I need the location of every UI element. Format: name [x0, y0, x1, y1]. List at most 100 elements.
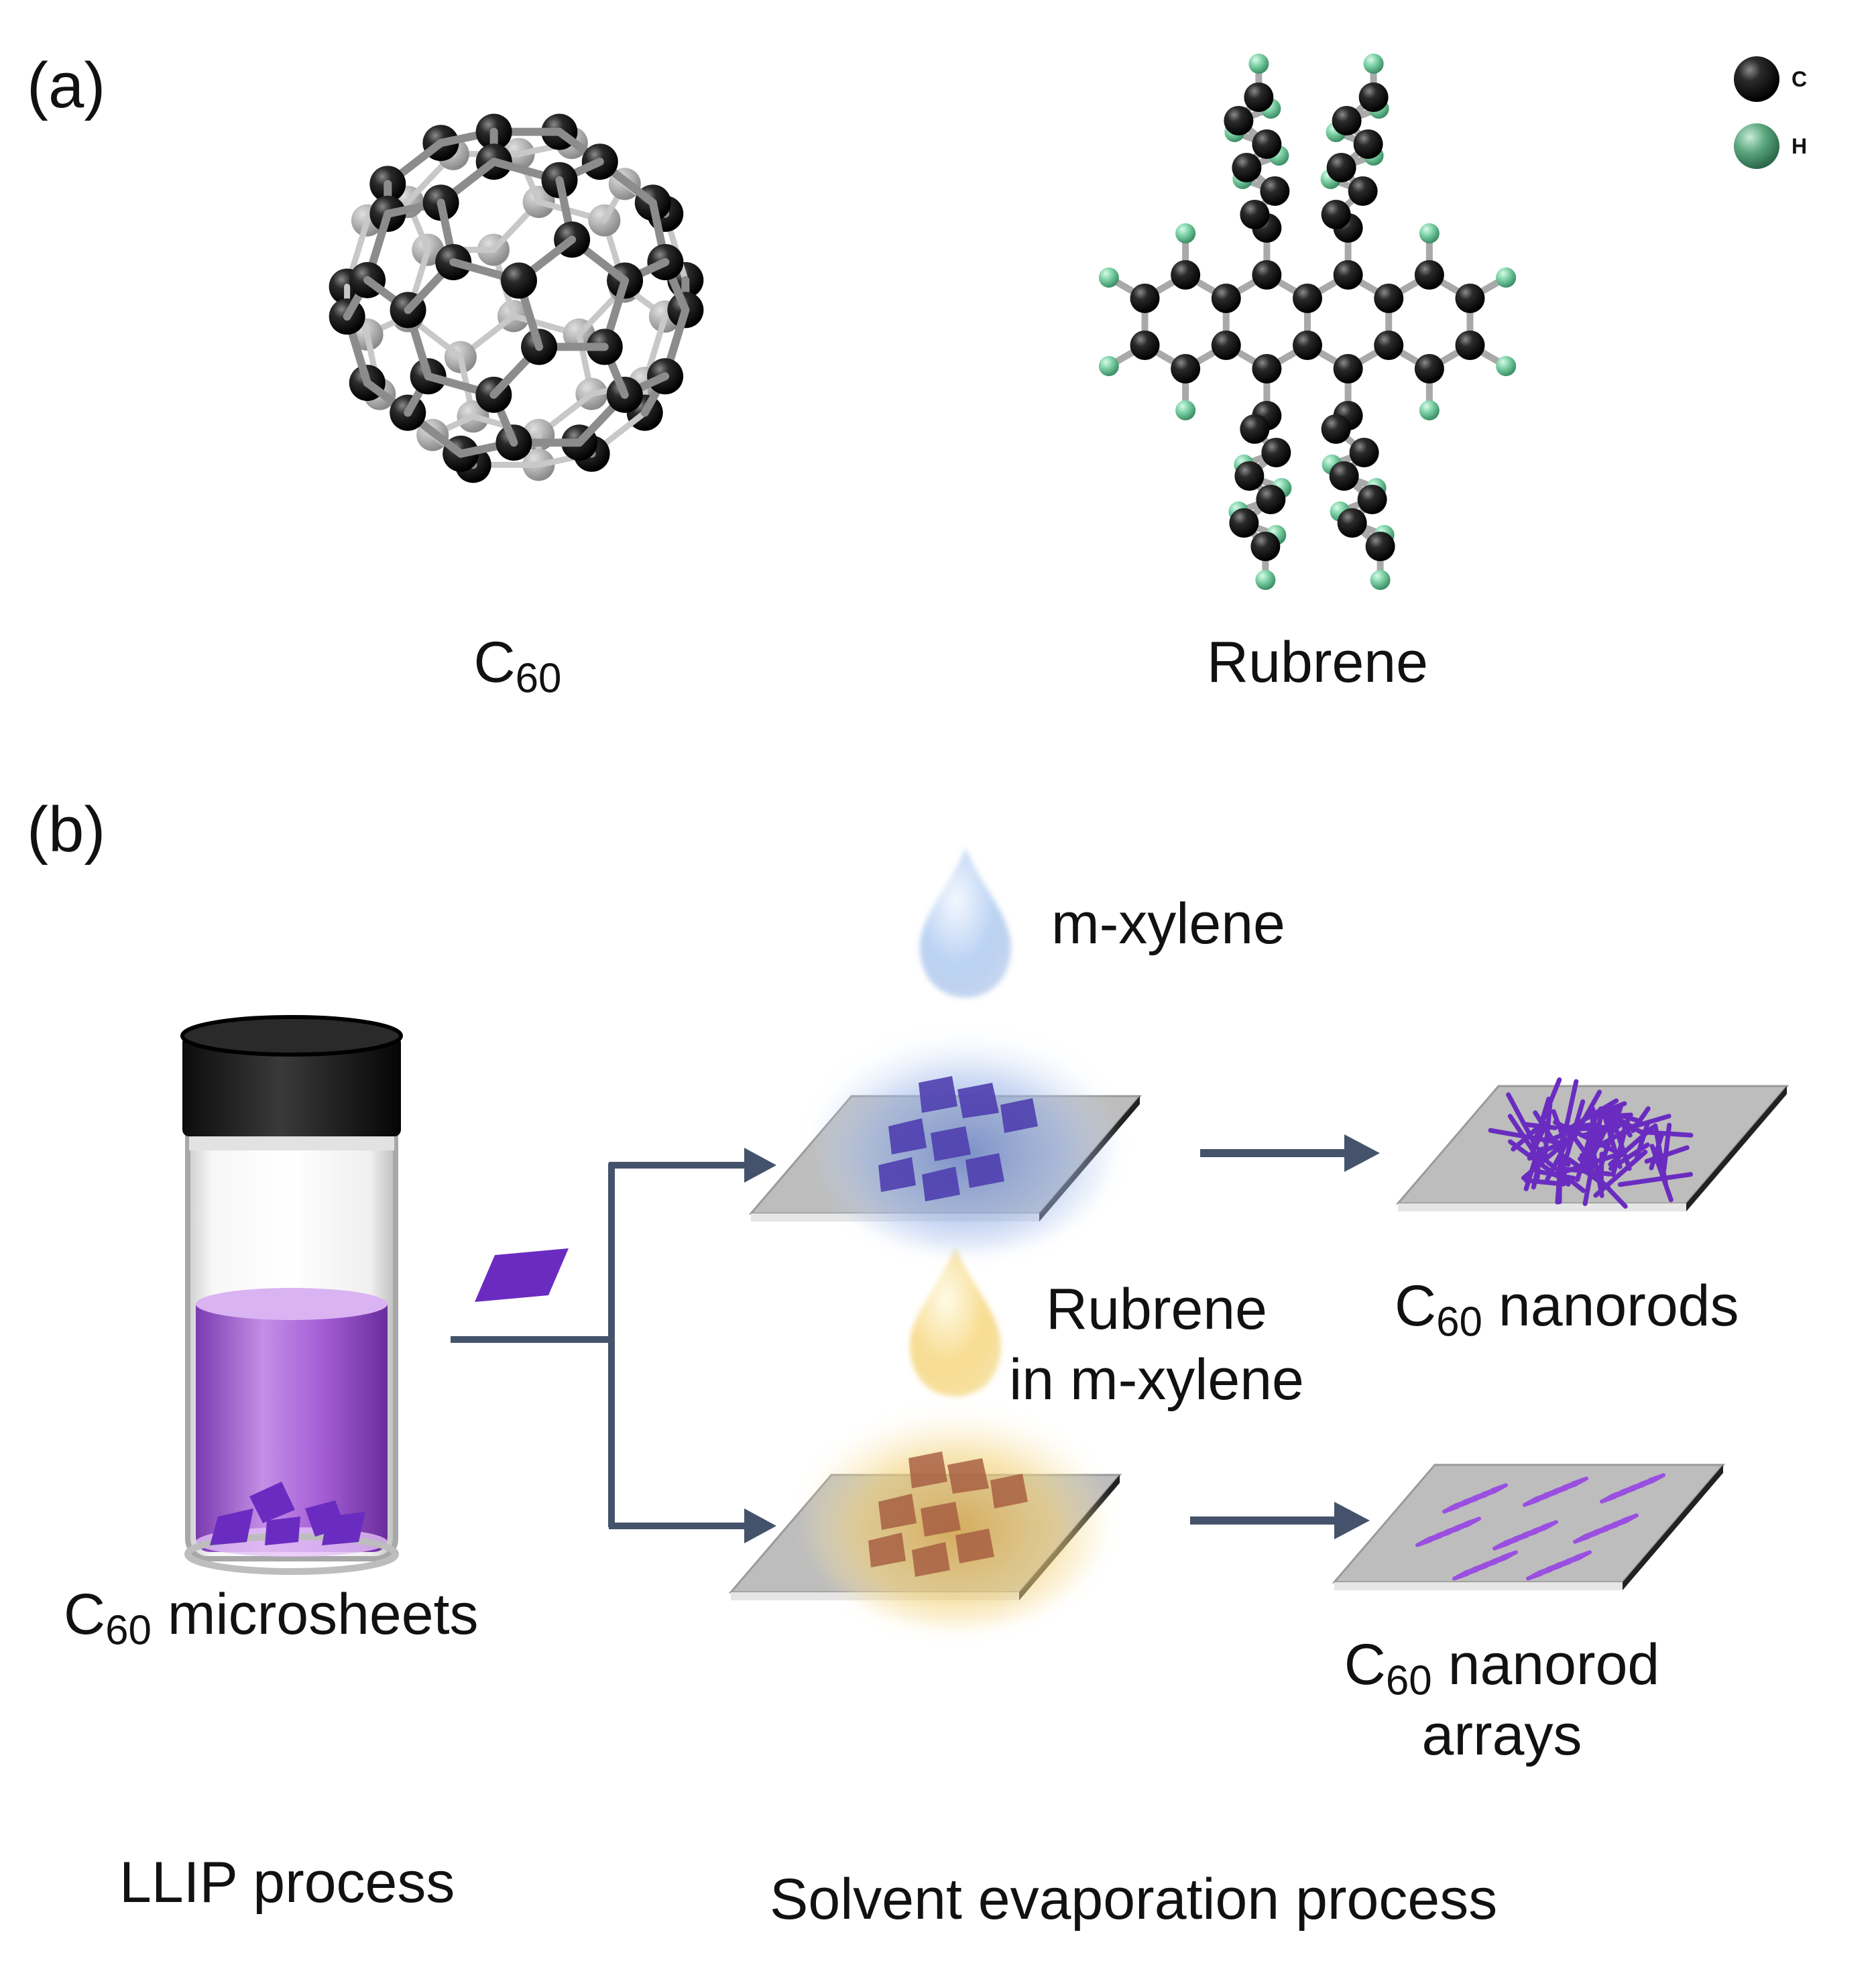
- rubrene-carbon-atom: [1348, 176, 1378, 206]
- nanorods-label-rest: nanorods: [1482, 1274, 1739, 1338]
- legend-hydrogen-label: H: [1792, 135, 1807, 157]
- rubrene-carbon-atom: [1293, 284, 1322, 313]
- rubrene-molecule: [1099, 54, 1516, 590]
- rubrene-carbon-atom: [1250, 532, 1280, 561]
- substrate-top: [1334, 1465, 1723, 1582]
- panel-b-label: (b): [27, 798, 105, 862]
- rubrene-hydrogen-atom: [1175, 400, 1195, 420]
- substrate-front-edge: [1334, 1582, 1623, 1590]
- rubrene-carbon-atom: [1327, 153, 1356, 182]
- rubrene-carbon-atom: [1260, 176, 1289, 206]
- nanorods-label-sub: 60: [1436, 1299, 1482, 1345]
- rubrene-carbon-atom: [1212, 331, 1241, 360]
- substrate-front-edge: [1398, 1203, 1686, 1211]
- rubrene-hydrogen-atom: [1175, 223, 1195, 243]
- panel-a-label: (a): [27, 54, 105, 118]
- rubrene-carbon-atom: [1130, 284, 1160, 313]
- single-microsheet: [475, 1248, 569, 1302]
- rubrene-solution-label-line1: Rubrene: [1046, 1281, 1267, 1338]
- rubrene-carbon-atom: [1322, 414, 1351, 444]
- rubrene-carbon-atom: [1332, 106, 1362, 135]
- rubrene-carbon-atom: [1171, 260, 1200, 290]
- rubrene-solution-label-line2: in m-xylene: [1009, 1351, 1304, 1409]
- substrate-nanorod-arrays: [1334, 1465, 1723, 1590]
- rubrene-carbon-atom: [1358, 485, 1387, 514]
- mxylene-droplet: [920, 848, 1011, 998]
- process-arrow-lower: [1190, 1502, 1370, 1539]
- rubrene-carbon-atom: [1338, 508, 1367, 538]
- rubrene-carbon-atom: [1455, 284, 1484, 313]
- rubrene-carbon-atom: [1334, 260, 1363, 290]
- mxylene-dome: [815, 1032, 1116, 1254]
- rubrene-carbon-atom: [1374, 284, 1403, 313]
- microsheets-label: C60 microsheets: [64, 1586, 478, 1643]
- rubrene-carbon-atom: [1244, 82, 1273, 112]
- microsheets-label-rest: microsheets: [152, 1582, 479, 1647]
- arrays-label-main: C: [1344, 1632, 1386, 1697]
- rubrene-carbon-atom: [1366, 532, 1395, 561]
- c60-label: C60: [474, 634, 562, 691]
- legend-carbon-atom-icon: [1734, 56, 1779, 102]
- rubrene-carbon-atom: [1293, 331, 1322, 360]
- rubrene-hydrogen-atom: [1419, 223, 1440, 243]
- rubrene-carbon-atom: [1322, 200, 1351, 229]
- rubrene-carbon-atom: [1252, 354, 1281, 383]
- rubrene-hydrogen-atom: [1099, 268, 1119, 288]
- c60-label-sub: 60: [516, 655, 562, 701]
- rubrene-carbon-atom: [1330, 461, 1359, 491]
- arrays-label-rest: nanorod: [1432, 1632, 1660, 1697]
- rubrene-carbon-atom: [1240, 200, 1269, 229]
- arrow-head-upper: [744, 1148, 776, 1183]
- nanorod-arrays-label-line2: arrays: [1422, 1706, 1582, 1764]
- process-arrow-upper: [1200, 1134, 1380, 1172]
- rubrene-hydrogen-atom: [1364, 54, 1384, 74]
- rubrene-dome: [805, 1408, 1106, 1629]
- c60-carbon-atom: [501, 263, 537, 299]
- rubrene-hydrogen-atom: [1099, 356, 1119, 376]
- llip-process-label: LLIP process: [119, 1854, 455, 1911]
- rubrene-carbon-atom: [1229, 508, 1258, 538]
- rubrene-carbon-atom: [1232, 153, 1261, 182]
- rubrene-carbon-atom: [1261, 438, 1291, 467]
- rubrene-carbon-atom: [1350, 438, 1379, 467]
- branch-arrows: [451, 1163, 751, 1527]
- nanorods-label: C60 nanorods: [1395, 1277, 1739, 1335]
- solvent-evaporation-process-label: Solvent evaporation process: [770, 1870, 1497, 1928]
- rubrene-carbon-atom: [1354, 129, 1383, 159]
- rubrene-carbon-atom: [1334, 354, 1363, 383]
- nanorod-arrays-label-line1: C60 nanorod: [1344, 1636, 1659, 1693]
- rubrene-carbon-atom: [1234, 461, 1264, 491]
- nanorods-label-main: C: [1395, 1274, 1436, 1338]
- rubrene-hydrogen-atom: [1248, 54, 1269, 74]
- rubrene-carbon-atom: [1130, 331, 1160, 360]
- c60-molecule: [329, 114, 704, 483]
- rubrene-carbon-atom: [1212, 284, 1241, 313]
- rubrene-droplet: [910, 1247, 1001, 1397]
- arrays-label-sub: 60: [1386, 1657, 1432, 1704]
- rubrene-carbon-atom: [1455, 331, 1484, 360]
- rubrene-carbon-atom: [1252, 260, 1281, 290]
- rubrene-carbon-atom: [1252, 129, 1281, 159]
- rubrene-label: Rubrene: [1207, 634, 1428, 691]
- rubrene-carbon-atom: [1415, 354, 1444, 383]
- vial: [182, 1017, 401, 1571]
- mxylene-label: m-xylene: [1051, 895, 1285, 953]
- c60-nanorod: [1567, 1124, 1595, 1128]
- rubrene-hydrogen-atom: [1255, 570, 1275, 590]
- rubrene-hydrogen-atom: [1496, 268, 1516, 288]
- microsheets-label-main: C: [64, 1582, 105, 1647]
- rubrene-carbon-atom: [1240, 414, 1269, 444]
- c60-label-main: C: [474, 630, 516, 695]
- legend-hydrogen-atom-icon: [1734, 123, 1779, 169]
- rubrene-carbon-atom: [1256, 485, 1285, 514]
- rubrene-hydrogen-atom: [1370, 570, 1391, 590]
- arrow-head-lower: [744, 1508, 776, 1543]
- rubrene-carbon-atom: [1415, 260, 1444, 290]
- rubrene-carbon-atom: [1359, 82, 1389, 112]
- microsheets-label-sub: 60: [105, 1607, 152, 1653]
- legend-carbon-label: C: [1792, 68, 1807, 90]
- rubrene-carbon-atom: [1224, 106, 1253, 135]
- rubrene-carbon-atom: [1171, 354, 1200, 383]
- rubrene-hydrogen-atom: [1496, 356, 1516, 376]
